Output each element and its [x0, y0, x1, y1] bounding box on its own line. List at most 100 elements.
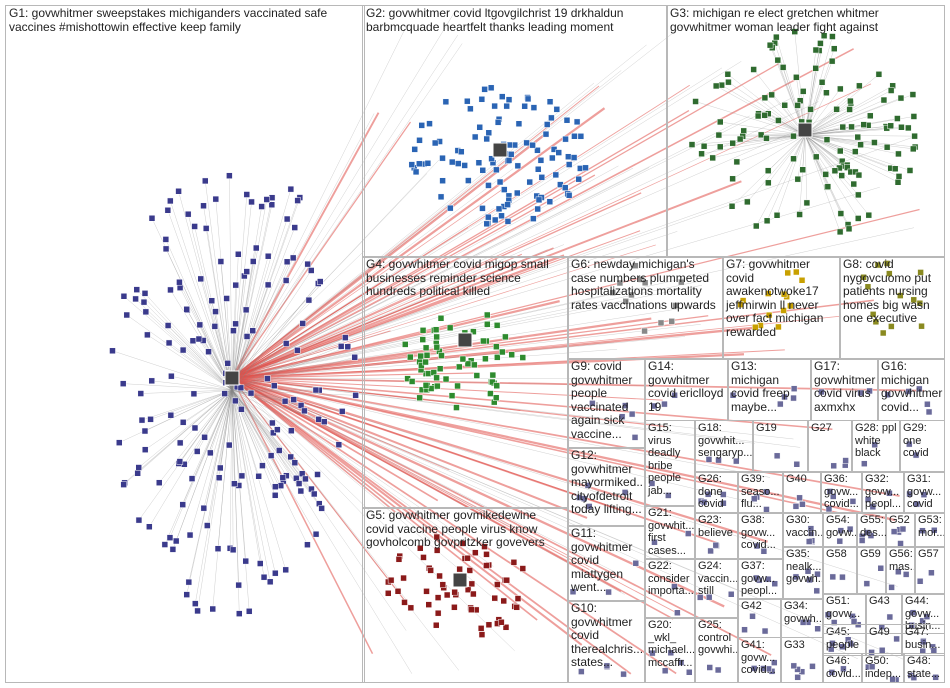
edge-line [799, 134, 806, 215]
node-g1 [166, 534, 174, 541]
group-box-g1: G1: govwhitmer sweepstakes michiganders … [5, 5, 365, 683]
group-box-g39: G39: seaso... flu... [737, 471, 784, 514]
node-g57 [928, 569, 935, 577]
node-g22 [671, 583, 678, 590]
node-g4 [492, 394, 500, 401]
edge-line-red [231, 112, 380, 379]
node-g3 [794, 175, 802, 183]
node-g1 [291, 224, 299, 231]
node-g3 [781, 102, 788, 109]
node-g1 [264, 281, 272, 289]
node-g2 [416, 137, 423, 144]
node-g2 [411, 146, 418, 153]
edge-line [231, 389, 325, 422]
group-label-g33: G33 [784, 639, 805, 651]
group-box-g11: G11: govwhitmer covid miattygen went... [567, 525, 646, 602]
edge-line [231, 389, 235, 484]
node-g1 [299, 320, 306, 327]
node-g1 [318, 505, 325, 512]
node-g1 [305, 296, 313, 304]
group-label-g10: G10: govwhitmer covid therealchris... st… [571, 601, 644, 669]
node-g5 [401, 599, 408, 606]
edge-line-red [231, 376, 768, 543]
edge-line-red [231, 315, 842, 379]
node-g2 [426, 120, 433, 127]
group-box-g32: G32: govw... peopl... [861, 471, 905, 514]
node-g2 [471, 133, 479, 141]
node-g1 [201, 434, 208, 441]
node-g30 [805, 538, 813, 545]
node-g36 [826, 488, 834, 495]
node-g3 [891, 165, 899, 173]
node-g3 [846, 106, 853, 113]
node-g10 [578, 668, 585, 675]
edge-line [231, 271, 247, 391]
node-g4 [433, 343, 441, 351]
edge-line [231, 389, 281, 486]
edge-line-red [231, 244, 656, 379]
node-g3 [764, 167, 772, 174]
edge-line [179, 389, 233, 462]
group-label-g55: G55: des... [860, 514, 887, 539]
edge-line-red [231, 174, 596, 379]
node-g3 [898, 123, 905, 131]
node-g18 [715, 456, 722, 464]
node-g1 [142, 308, 150, 316]
node-g4 [508, 351, 515, 358]
node-g1 [231, 480, 238, 487]
node-g5 [513, 604, 520, 611]
edge-line [231, 247, 257, 391]
group-label-g11: G11: govwhitmer covid miattygen went... [571, 526, 636, 594]
node-g2 [498, 212, 505, 220]
node-g7 [737, 301, 744, 308]
node-g1 [263, 196, 271, 203]
group-label-g45: G45: people [826, 626, 860, 651]
node-g8 [864, 283, 872, 291]
node-g1 [120, 481, 127, 488]
node-g40 [792, 503, 800, 510]
node-g1 [119, 380, 127, 387]
node-g4 [470, 328, 477, 335]
node-g2 [503, 102, 510, 110]
node-g1 [264, 375, 271, 382]
node-g15 [648, 480, 656, 487]
node-g1 [351, 354, 358, 361]
node-g14 [650, 402, 658, 410]
node-g1 [243, 191, 251, 198]
edge-line [231, 389, 271, 582]
group-box-g16: G16: michigan govwhitmer covid... [877, 358, 945, 421]
node-g24 [705, 593, 713, 601]
edge-line [804, 125, 891, 136]
group-label-g15: G15: virus deadly bribe people jab... [648, 422, 685, 497]
group-label-g18: G18: govwhit... sengaryp... [698, 422, 753, 459]
node-g33 [794, 674, 801, 681]
node-g37 [764, 575, 772, 583]
node-g1 [252, 244, 260, 252]
node-g1 [183, 306, 190, 313]
group-label-g26: G26: done covid [698, 473, 726, 510]
group-label-g31: G31: govw... covid [907, 473, 945, 510]
node-g5 [400, 574, 407, 582]
group-label-g51: G51: govw... [826, 595, 861, 620]
group-box-g59: G59 [856, 546, 887, 595]
node-g6 [622, 298, 629, 305]
node-g17 [866, 387, 873, 395]
edge-line [231, 343, 287, 391]
node-g1 [141, 446, 149, 453]
node-g42 [761, 627, 769, 635]
node-g1 [195, 335, 203, 343]
node-g39 [750, 495, 758, 503]
node-g53 [919, 527, 926, 534]
group-box-g14: G14: govwhitmer covid ericlloyd 19 [644, 358, 729, 421]
group-box-g27: G27 [807, 420, 853, 473]
node-g3 [757, 131, 765, 139]
node-g1 [274, 426, 281, 433]
node-g26 [704, 491, 712, 498]
node-g20 [677, 659, 685, 666]
group-label-g59: G59 [860, 548, 881, 560]
group-label-g20: G20: _wkl_ michael... mccaffr... [648, 619, 696, 669]
node-g41 [760, 665, 767, 672]
node-g1 [312, 530, 320, 538]
edge-line [794, 31, 806, 136]
node-g3 [848, 123, 855, 131]
